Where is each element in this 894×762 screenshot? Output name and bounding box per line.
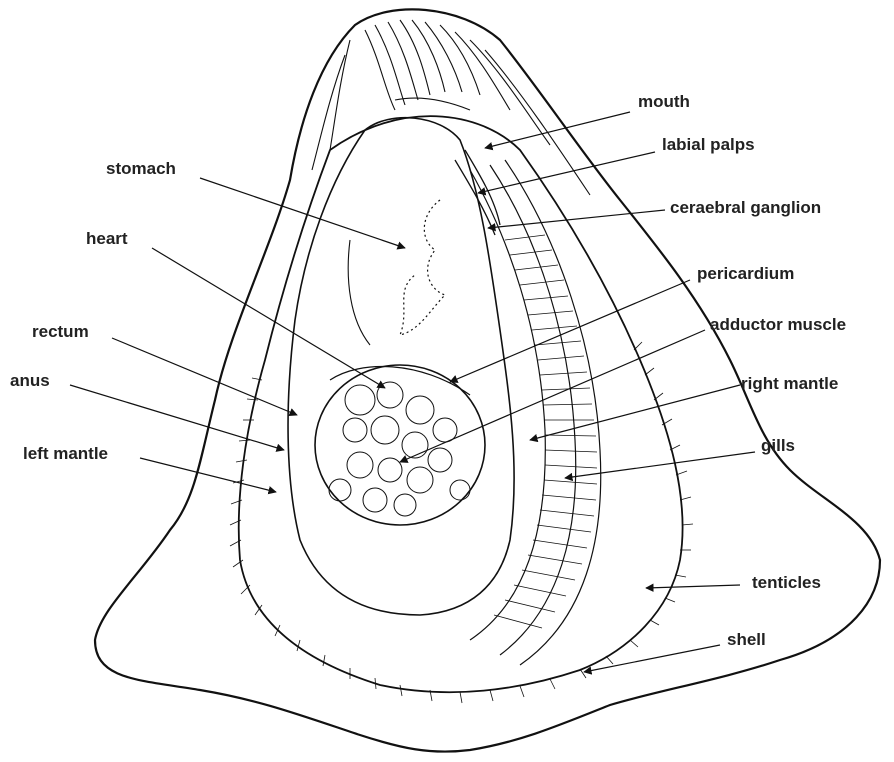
label-anus: anus	[10, 372, 50, 389]
label-gills: gills	[761, 437, 795, 454]
labial-palps-outline	[455, 150, 500, 235]
label-shell: shell	[727, 631, 766, 648]
label-mouth: mouth	[638, 93, 690, 110]
arrow-right-mantle	[530, 385, 740, 440]
arrow-labial-palps	[478, 152, 655, 193]
label-heart: heart	[86, 230, 128, 247]
tentacle-fringe	[230, 342, 693, 703]
arrow-gills	[565, 452, 755, 478]
hinge-striations	[312, 20, 590, 195]
arrow-tenticles	[646, 585, 740, 588]
arrow-cerebral-ganglion	[488, 210, 665, 228]
arrow-left-mantle	[140, 458, 276, 492]
label-tenticles: tenticles	[752, 574, 821, 591]
arrow-heart	[152, 248, 385, 388]
arrow-anus	[70, 385, 284, 450]
label-stomach: stomach	[106, 160, 176, 177]
label-cerebral-ganglion: ceraebral ganglion	[670, 199, 821, 216]
label-labial-palps: labial palps	[662, 136, 755, 153]
label-pericardium: pericardium	[697, 265, 794, 282]
stomach-outline	[400, 200, 445, 335]
arrow-rectum	[112, 338, 297, 415]
arrow-stomach	[200, 178, 405, 248]
label-adductor-muscle: adductor muscle	[710, 316, 846, 333]
label-right-mantle: right mantle	[741, 375, 838, 392]
label-rectum: rectum	[32, 323, 89, 340]
adductor-muscle-fibers	[329, 382, 470, 516]
label-left-mantle: left mantle	[23, 445, 108, 462]
